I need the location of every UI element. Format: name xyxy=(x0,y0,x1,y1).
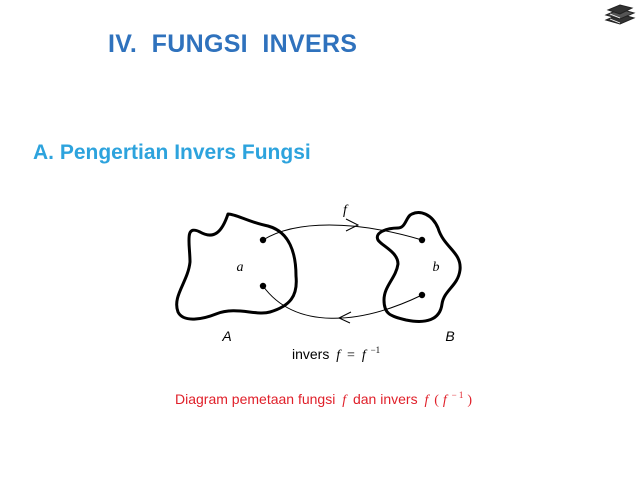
caption-f: f xyxy=(342,393,348,408)
mapping-arrow-f xyxy=(262,224,423,241)
slide-subtitle: A. Pengertian Invers Fungsi xyxy=(33,141,311,164)
caption-f2: f xyxy=(424,393,430,408)
point-a-top xyxy=(259,236,267,244)
set-b-shape xyxy=(375,211,462,323)
set-a-shape xyxy=(175,212,298,321)
element-label-a: a xyxy=(237,260,244,275)
arrowhead-right xyxy=(345,218,360,232)
inverse-equals: = xyxy=(347,348,355,363)
caption-text-1: Diagram pemetaan fungsi xyxy=(175,391,335,407)
point-b-top xyxy=(418,236,426,244)
caption-f3: f xyxy=(443,393,449,408)
caption-paren-close: ) xyxy=(467,393,472,408)
element-label-b: b xyxy=(433,260,440,275)
slide-title: IV. FUNGSI INVERS xyxy=(108,30,358,58)
point-b-bottom xyxy=(418,291,426,299)
caption-exponent: − 1 xyxy=(452,390,464,400)
inverse-word: invers xyxy=(292,346,329,362)
stack-of-books-icon xyxy=(604,4,636,25)
set-label-a: A xyxy=(221,328,231,344)
arrowhead-left xyxy=(337,311,352,324)
inverse-f: f xyxy=(336,348,342,363)
caption-text-2: dan invers xyxy=(353,391,418,407)
set-label-b: B xyxy=(445,328,454,344)
caption: Diagram pemetaan fungsi f dan invers f (… xyxy=(175,385,472,408)
caption-paren-open: ( xyxy=(434,393,439,408)
inverse-formula: invers f = f −1 xyxy=(292,345,380,363)
point-a-bottom xyxy=(259,282,267,290)
inverse-rhs-f: f xyxy=(362,348,368,363)
inverse-exponent: −1 xyxy=(371,345,381,355)
arrow-label-f: f xyxy=(343,203,349,218)
inverse-arrow xyxy=(262,285,423,319)
